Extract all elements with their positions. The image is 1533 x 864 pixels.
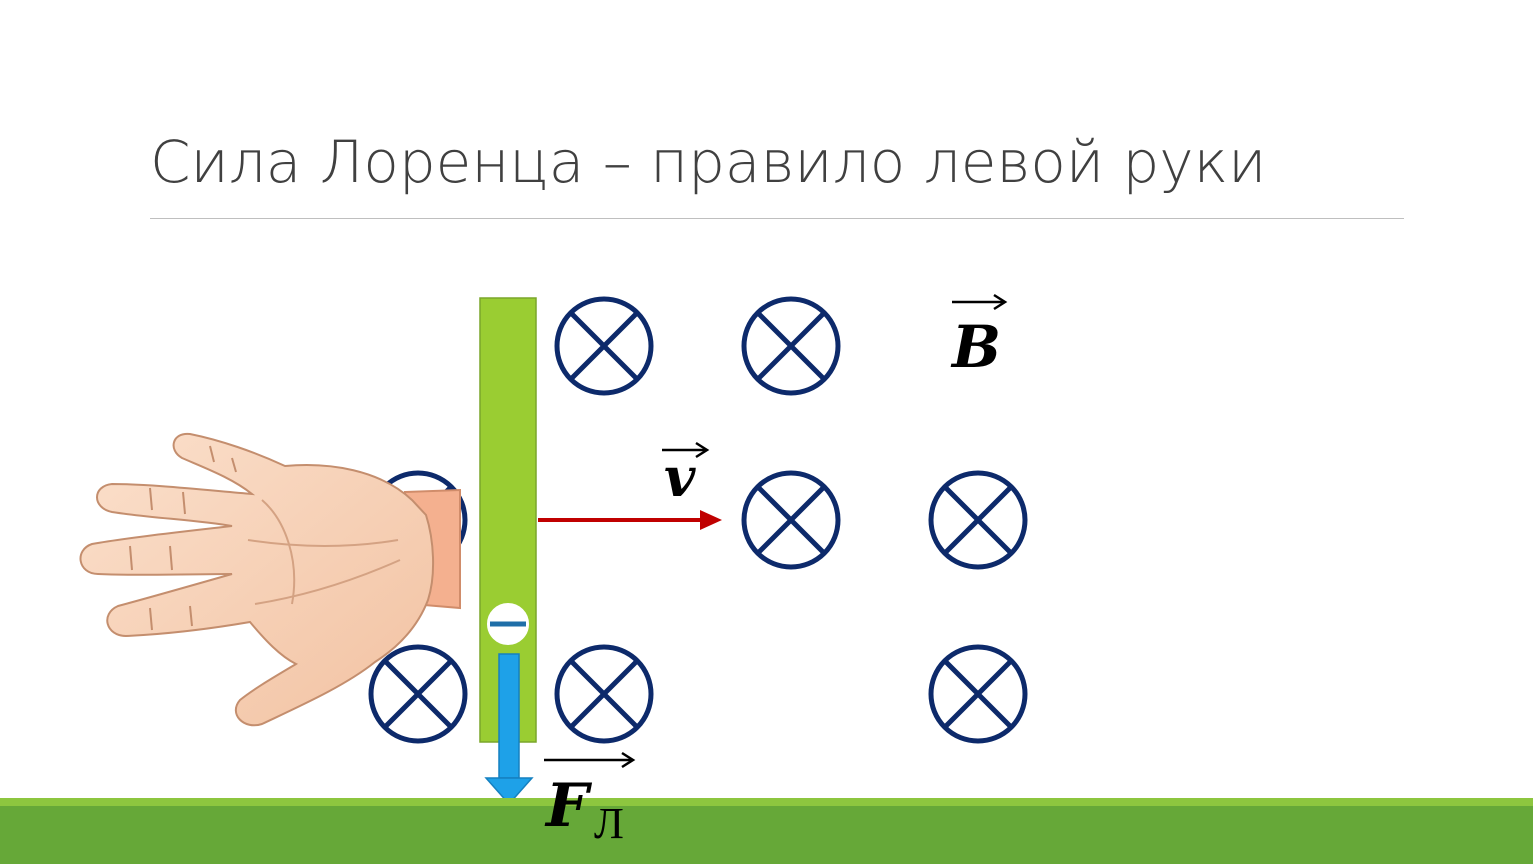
force-arrow [484, 653, 534, 806]
b-vector-text: B [950, 313, 1001, 381]
velocity-arrow [538, 510, 722, 530]
f-subscript-text: Л [594, 799, 624, 848]
magnetic-field-label: B [950, 293, 1008, 381]
slide-title: Сила Лоренца – правило левой руки [150, 128, 1267, 196]
negative-charge [485, 601, 531, 647]
cross-in-circle-icon [557, 647, 651, 741]
left-hand-icon [79, 432, 461, 727]
footer-band-light [0, 798, 1533, 806]
velocity-label: v [662, 441, 710, 509]
force-label: F Л [544, 751, 636, 848]
title-divider [150, 218, 1404, 219]
cross-in-circle-icon [931, 473, 1025, 567]
v-vector-text: v [664, 445, 696, 509]
cross-in-circle-icon [931, 647, 1025, 741]
cross-in-circle-icon [557, 299, 651, 393]
cross-in-circle-icon [744, 299, 838, 393]
footer-band [0, 806, 1533, 864]
cross-in-circle-icon [371, 647, 465, 741]
f-vector-text: F [544, 771, 593, 841]
cross-in-circle-icon [744, 473, 838, 567]
